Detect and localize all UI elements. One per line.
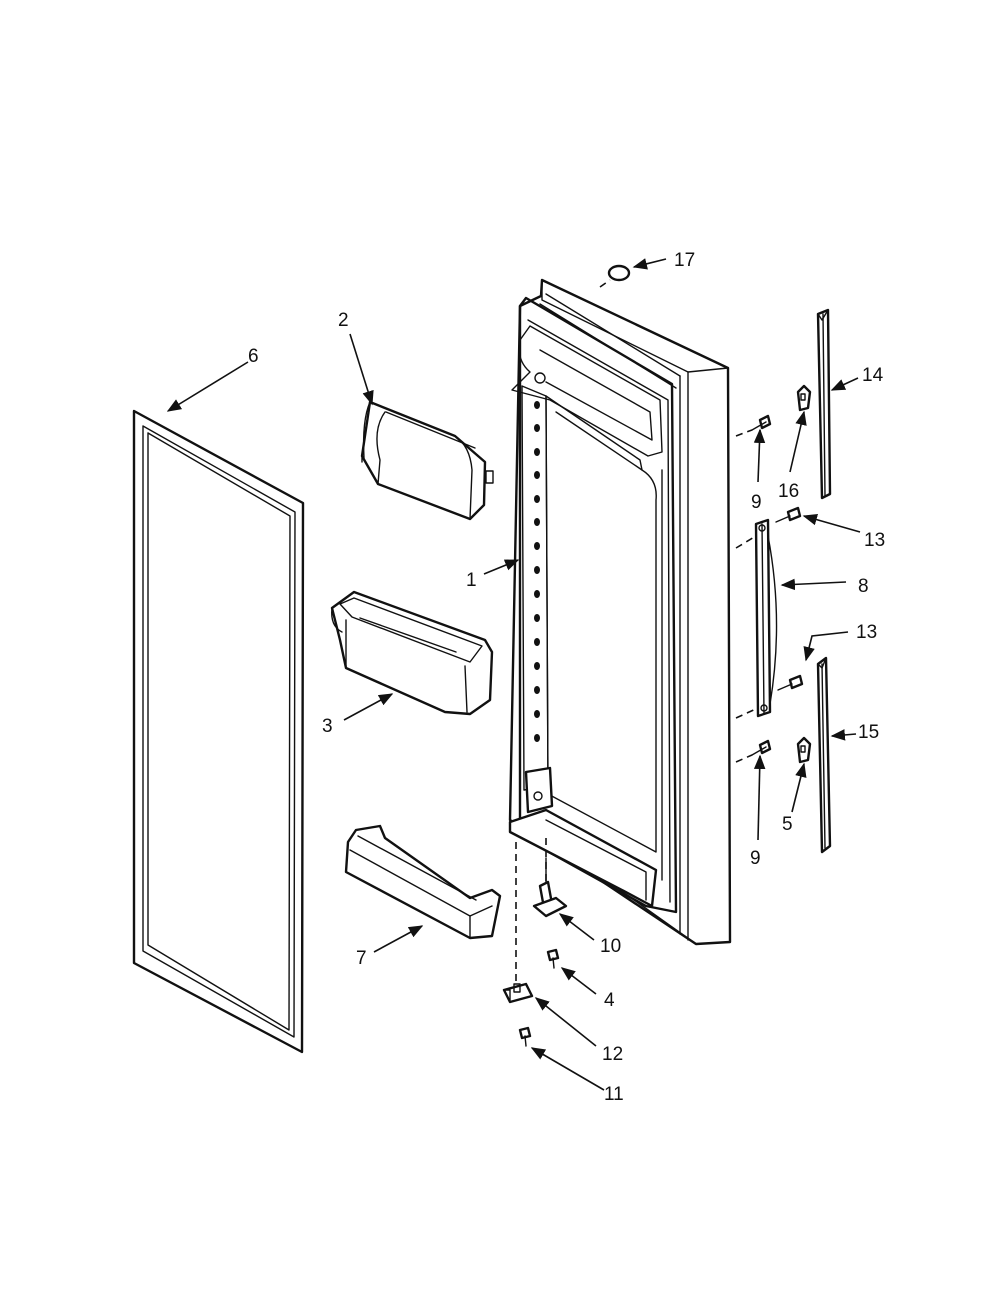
- handle-screw-upper-part: [735, 414, 772, 437]
- callout-13-lower: 13: [856, 622, 877, 643]
- shelf-mounting-holes: [534, 401, 540, 742]
- door-bin-part: [330, 590, 494, 716]
- hinge-pin-part: [532, 857, 568, 918]
- callout-10: 10: [600, 936, 621, 957]
- callout-leaders: [166, 258, 861, 1091]
- handle-screw-lower-part: [735, 739, 772, 763]
- callout-5: 5: [782, 814, 793, 835]
- callout-8: 8: [858, 576, 869, 597]
- callout-1: 1: [466, 570, 477, 591]
- callout-12: 12: [602, 1044, 623, 1065]
- callout-3: 3: [322, 716, 333, 737]
- callout-2: 2: [338, 310, 349, 331]
- bottom-hinge-part: [502, 982, 534, 1004]
- callout-13-upper: 13: [864, 530, 885, 551]
- hinge-bottom-screw-part: [518, 1026, 532, 1047]
- lower-trim-clip-part: [796, 736, 812, 764]
- callout-16: 16: [778, 481, 799, 502]
- dairy-door-bin-part: [360, 400, 494, 521]
- upper-trim-strip-part: [816, 308, 832, 500]
- door-handle-part: [735, 518, 778, 719]
- callout-11: 11: [604, 1084, 624, 1105]
- refrigerator-door-part: [508, 278, 732, 946]
- upper-trim-clip-part: [796, 384, 812, 412]
- callout-15: 15: [858, 722, 879, 743]
- callout-6: 6: [248, 346, 259, 367]
- handle-mount-screw-upper-part: [775, 506, 802, 523]
- callout-9-lower: 9: [750, 848, 761, 869]
- hinge-screw-part: [546, 948, 560, 969]
- callout-4: 4: [604, 990, 615, 1011]
- callout-14: 14: [862, 365, 884, 386]
- lower-trim-strip-part: [816, 656, 832, 854]
- callout-9-upper: 9: [751, 492, 762, 513]
- handle-mount-screw-lower-part: [777, 674, 804, 691]
- callout-17: 17: [674, 250, 695, 271]
- hole-plug-part: [599, 264, 631, 288]
- callout-7: 7: [356, 948, 367, 969]
- lower-door-shelf-part: [344, 824, 502, 940]
- callout-labels: 17 6 2 1 3 7 14 16 9 13 8 13 15 5 9 10 4…: [248, 250, 885, 1105]
- door-gasket-part: [132, 409, 305, 1054]
